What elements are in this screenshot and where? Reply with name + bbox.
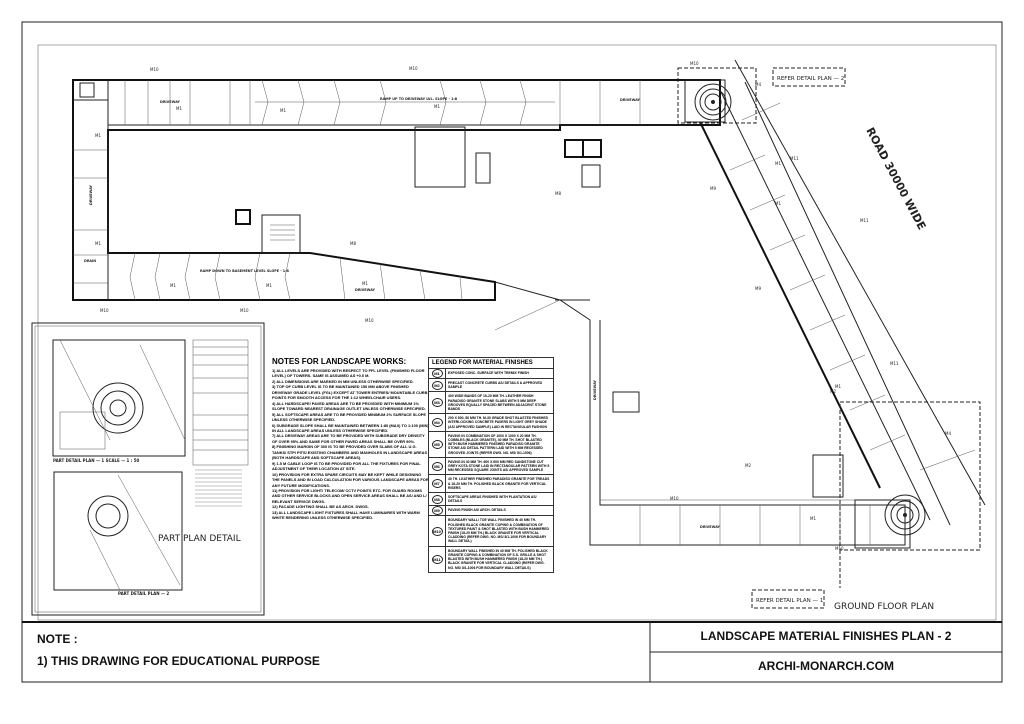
- svg-text:M10: M10: [409, 66, 418, 71]
- sheet-border: [21, 21, 1003, 683]
- drawing-frame: [37, 44, 997, 621]
- svg-text:M1: M1: [176, 106, 182, 111]
- legend-row: M5Paving in combination of 1000 x 1000 x…: [429, 431, 553, 458]
- part-detail-plan-2: [53, 471, 183, 591]
- note-item: 9) 1.5 M cable loop is to be provided fo…: [272, 460, 421, 472]
- svg-text:M10: M10: [835, 546, 844, 551]
- note-item: 4) All hardscape/ paved areas are to be …: [272, 400, 426, 412]
- refer-detail-1-label[interactable]: REFER DETAIL PLAN — 1: [756, 598, 823, 604]
- svg-text:M8: M8: [555, 191, 561, 196]
- svg-text:M10: M10: [365, 318, 374, 323]
- svg-text:M10: M10: [690, 61, 699, 66]
- refer-detail-2-label[interactable]: REFER DETAIL PLAN — 2: [777, 76, 844, 82]
- svg-text:M10: M10: [150, 67, 159, 72]
- legend-title: LEGEND FOR MATERIAL FINISHES: [429, 358, 553, 369]
- svg-text:M1: M1: [266, 283, 272, 288]
- svg-text:M1: M1: [362, 281, 368, 286]
- svg-text:M2: M2: [745, 463, 751, 468]
- note-item: 10) Provision for extra spare circuits m…: [272, 471, 429, 488]
- note-item: 1) All levels are provided with respect …: [272, 368, 425, 379]
- legend-row: M10Boundary wall/ toe wall finished in 4…: [429, 516, 553, 547]
- svg-text:M2: M2: [830, 389, 836, 394]
- road-edge: [734, 59, 986, 506]
- note-item: 8) Finishing margin of 300 is to be prov…: [272, 444, 428, 461]
- part-detail-plan-2-label: PART DETAIL PLAN — 2: [118, 591, 169, 596]
- notes-title: NOTES FOR LANDSCAPE WORKS:: [272, 357, 407, 366]
- svg-text:M1: M1: [95, 241, 101, 246]
- legend-row: M2Precast concrete curbs as/ details & a…: [429, 379, 553, 393]
- driveway-label: DRIVEWAY: [620, 98, 641, 102]
- note-item: 3) Top of curb level is to be maintained…: [272, 384, 428, 401]
- svg-text:M10: M10: [240, 308, 249, 313]
- svg-text:M1: M1: [775, 161, 781, 166]
- driveway-label: DRIVEWAY: [160, 100, 181, 104]
- detail-area-2: [677, 67, 757, 124]
- svg-text:M4: M4: [755, 82, 761, 87]
- legend-row: M8Softscape areas finished with plantati…: [429, 493, 553, 507]
- refer-detail-1-box: [751, 589, 825, 609]
- note-item: 12) Facade lighting shall be as arch. dw…: [272, 504, 369, 510]
- circular-plaza-north: [684, 79, 732, 123]
- drawing-title: LANDSCAPE MATERIAL FINISHES PLAN - 2: [700, 629, 952, 643]
- road-label: ROAD 30000 WIDE: [863, 125, 928, 232]
- legend-row: M9Paving finish as/ arch. details: [429, 506, 553, 517]
- detail-area-1: [839, 401, 981, 551]
- legend-row: M11Boundary wall finished in 40 mm th. p…: [429, 546, 553, 572]
- note-item: 2) All dimensions are marked in MM unles…: [272, 378, 414, 384]
- svg-text:M8: M8: [350, 241, 356, 246]
- svg-text:M10: M10: [670, 496, 679, 501]
- note-item: 13) All landscape light fixtures shall h…: [272, 509, 420, 521]
- ramp-down-label: RAMP DOWN TO BASEMENT LEVEL SLOPE - 1:8: [200, 269, 289, 273]
- svg-text:M1: M1: [775, 201, 781, 206]
- driveway-label: DRIVEWAY: [89, 184, 93, 205]
- part-detail-plan-1-label: PART DETAIL PLAN — 1 SCALE — 1 : 50: [53, 458, 139, 463]
- legend-row: M1Exposed conc. surface with tremix fini…: [429, 369, 553, 379]
- svg-text:M1: M1: [810, 516, 816, 521]
- plan-title: GROUND FLOOR PLAN: [834, 602, 934, 612]
- material-legend: LEGEND FOR MATERIAL FINISHES M1Exposed c…: [428, 357, 554, 573]
- refer-detail-2-box: [772, 67, 846, 87]
- ramp-up-label: RAMP UP TO DRIVEWAY LVL. SLOPE - 1:8: [380, 97, 458, 101]
- part-detail-plan-1: [52, 339, 186, 457]
- note-item: 7) All driveway areas are to be provided…: [272, 433, 425, 444]
- svg-text:M1: M1: [280, 108, 286, 113]
- svg-text:M11: M11: [890, 361, 899, 366]
- svg-text:M1: M1: [835, 384, 841, 389]
- website-label: ARCHI-MONARCH.COM: [758, 659, 894, 673]
- legend-row: M6Paving in 40 mm th. 600 x 600 mm red s…: [429, 457, 553, 476]
- svg-text:M1: M1: [170, 283, 176, 288]
- svg-text:M1: M1: [95, 133, 101, 138]
- note-item: 6) Subgrade slope shall be maintained be…: [272, 422, 429, 433]
- note-text: 1) THIS DRAWING FOR EDUCATIONAL PURPOSE: [37, 654, 320, 668]
- note-item: 11) Provision for light/ telecom/ CCTV p…: [272, 487, 427, 504]
- building-outline-south: [494, 281, 906, 546]
- landscape-notes: NOTES FOR LANDSCAPE WORKS: 1) All levels…: [272, 357, 430, 521]
- svg-text:M11: M11: [860, 218, 869, 223]
- drain-label: DRAIN: [84, 259, 96, 263]
- note-item: 5) All softscape areas are to be provide…: [272, 411, 426, 423]
- part-plan-detail-panel: PART DETAIL PLAN — 1 SCALE — 1 : 50 PART…: [31, 322, 265, 616]
- svg-text:M4: M4: [945, 431, 951, 436]
- driveway-label: DRIVEWAY: [593, 379, 597, 400]
- driveway-label: DRIVEWAY: [355, 288, 376, 292]
- note-heading: NOTE :: [37, 632, 78, 646]
- driveway-label: DRIVEWAY: [700, 525, 721, 529]
- svg-text:M10: M10: [100, 308, 109, 313]
- svg-text:M9: M9: [710, 186, 716, 191]
- svg-text:M9: M9: [755, 286, 761, 291]
- part-plan-detail-label: PART PLAN DETAIL: [158, 534, 241, 544]
- svg-text:M1: M1: [434, 104, 440, 109]
- svg-text:M11: M11: [790, 156, 799, 161]
- circular-plaza-south: [854, 494, 926, 549]
